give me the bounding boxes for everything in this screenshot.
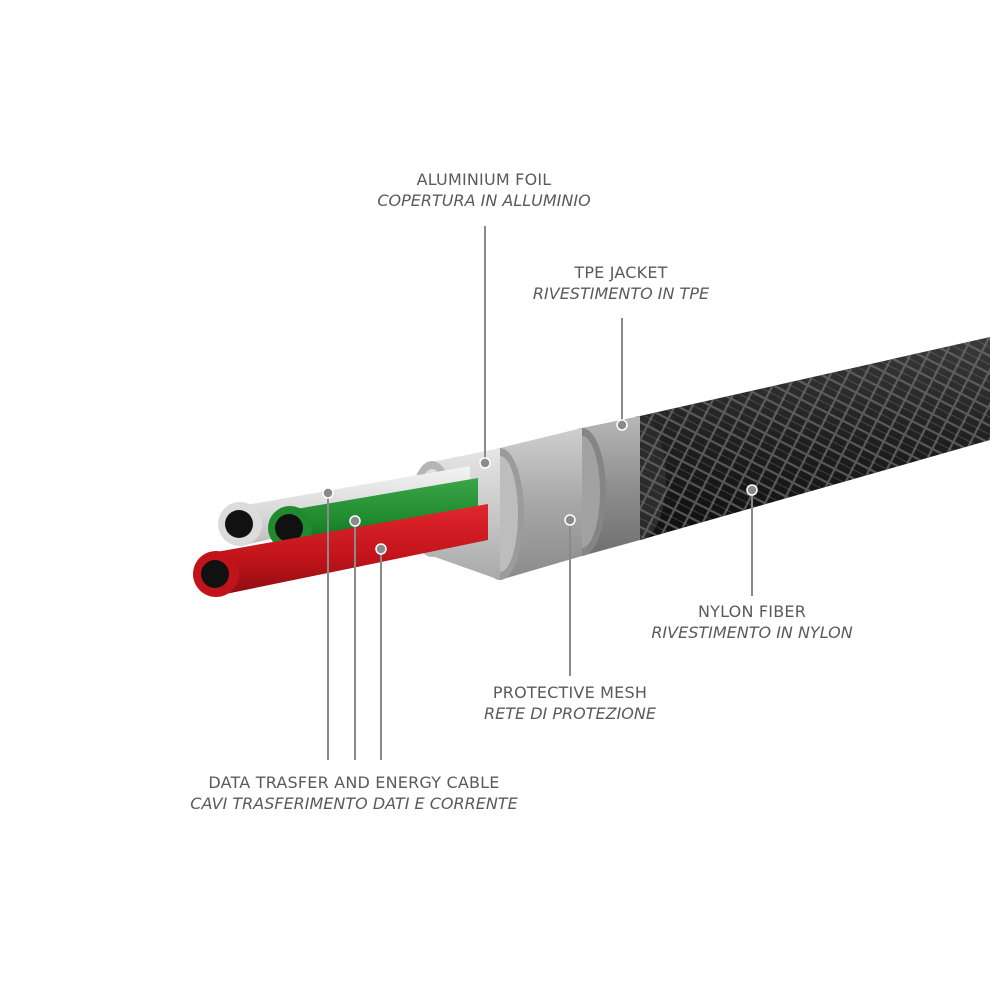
label-aluminium-foil: ALUMINIUM FOIL COPERTURA IN ALLUMINIO bbox=[377, 172, 590, 209]
leader-dot-aluminium-foil bbox=[479, 457, 491, 469]
label-data-cable-en: DATA TRASFER AND ENERGY CABLE bbox=[208, 773, 500, 792]
leader-dot-tpe-jacket bbox=[616, 419, 628, 431]
label-nylon-fiber-it: RIVESTIMENTO IN NYLON bbox=[651, 623, 853, 642]
label-tpe-jacket-it: RIVESTIMENTO IN TPE bbox=[532, 284, 710, 303]
label-protective-mesh-it: RETE DI PROTEZIONE bbox=[484, 704, 656, 723]
leader-dot-protective-mesh bbox=[564, 514, 576, 526]
label-data-cable-it: CAVI TRASFERIMENTO DATI E CORRENTE bbox=[190, 794, 518, 813]
leader-dot-wire-green bbox=[349, 515, 361, 527]
label-nylon-fiber-en: NYLON FIBER bbox=[697, 602, 807, 621]
leader-dot-wire-red bbox=[375, 543, 387, 555]
label-protective-mesh: PROTECTIVE MESH RETE DI PROTEZIONE bbox=[484, 685, 656, 722]
red-wire bbox=[193, 504, 488, 597]
label-aluminium-foil-it: COPERTURA IN ALLUMINIO bbox=[377, 191, 591, 210]
label-tpe-jacket-en: TPE JACKET bbox=[574, 263, 668, 282]
label-data-cable: DATA TRASFER AND ENERGY CABLE CAVI TRASF… bbox=[190, 775, 517, 812]
leader-dot-wire-white bbox=[322, 487, 334, 499]
label-aluminium-foil-en: ALUMINIUM FOIL bbox=[416, 170, 552, 189]
label-protective-mesh-en: PROTECTIVE MESH bbox=[492, 683, 648, 702]
nylon-fiber-layer bbox=[614, 337, 990, 540]
label-nylon-fiber: NYLON FIBER RIVESTIMENTO IN NYLON bbox=[651, 604, 852, 641]
leader-dot-nylon-fiber bbox=[746, 484, 758, 496]
label-tpe-jacket: TPE JACKET RIVESTIMENTO IN TPE bbox=[533, 265, 709, 302]
